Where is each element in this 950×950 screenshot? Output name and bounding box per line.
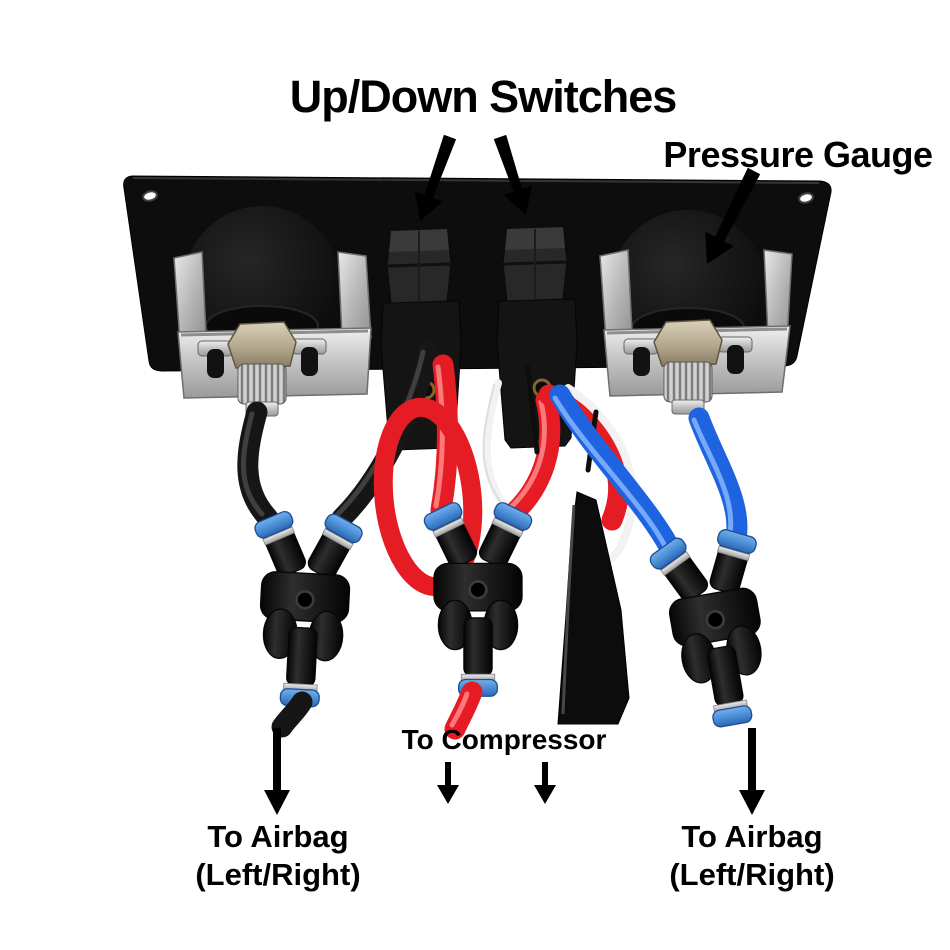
gauge-bracket-right — [599, 249, 793, 415]
red-air-tube-switch-1 — [430, 354, 458, 521]
label-to-airbag-left: To Airbag (Left/Right) — [128, 818, 428, 894]
knurled-nut — [663, 361, 713, 403]
arrow-to-compressor-2 — [542, 762, 548, 787]
arrow-to-airbag-left — [273, 728, 281, 792]
label-line: To Airbag — [207, 819, 349, 854]
annotation-arrows — [264, 134, 765, 815]
label-to-compressor: To Compressor — [401, 724, 607, 755]
red-outlet-tube — [444, 681, 483, 740]
label-line: (Left/Right) — [669, 856, 835, 892]
knurled-nut — [237, 363, 287, 405]
label-to-airbag-right: To Airbag (Left/Right) — [602, 818, 902, 894]
label-line: To Airbag — [681, 819, 823, 854]
white-wire — [482, 379, 508, 509]
red-air-tube-switch-2 — [504, 389, 561, 523]
arrow-to-airbag-right — [748, 728, 756, 792]
label-line: (Left/Right) — [195, 856, 361, 892]
blue-air-tube-switch-2 — [549, 384, 683, 563]
arrow-to-switch-2 — [493, 134, 523, 192]
label-pressure-gauge: Pressure Gauge — [663, 134, 933, 175]
gauge-fitting-hex — [227, 321, 297, 369]
thumb-screw — [301, 347, 318, 376]
label-up-down-switches: Up/Down Switches — [289, 71, 678, 122]
arrow-to-compressor-1 — [445, 762, 451, 787]
thumb-screw — [727, 345, 744, 374]
thumb-screw — [207, 349, 224, 378]
gauge-fitting-hex — [653, 319, 723, 367]
y-fitting-left — [242, 506, 367, 711]
y-fitting-right — [643, 520, 791, 736]
wiring-loom — [557, 491, 630, 725]
mounting-hole-left — [142, 190, 158, 202]
mounting-hole-right — [798, 192, 814, 204]
arrow-to-switch-1 — [424, 134, 457, 198]
arrow-to-pressure-gauge — [715, 167, 761, 242]
thumb-screw — [633, 347, 650, 376]
black-outlet-tube — [271, 691, 313, 738]
switch-wire — [525, 365, 540, 455]
gauge-bracket-left — [173, 251, 372, 417]
blue-air-tube-gauge-right — [688, 407, 748, 554]
